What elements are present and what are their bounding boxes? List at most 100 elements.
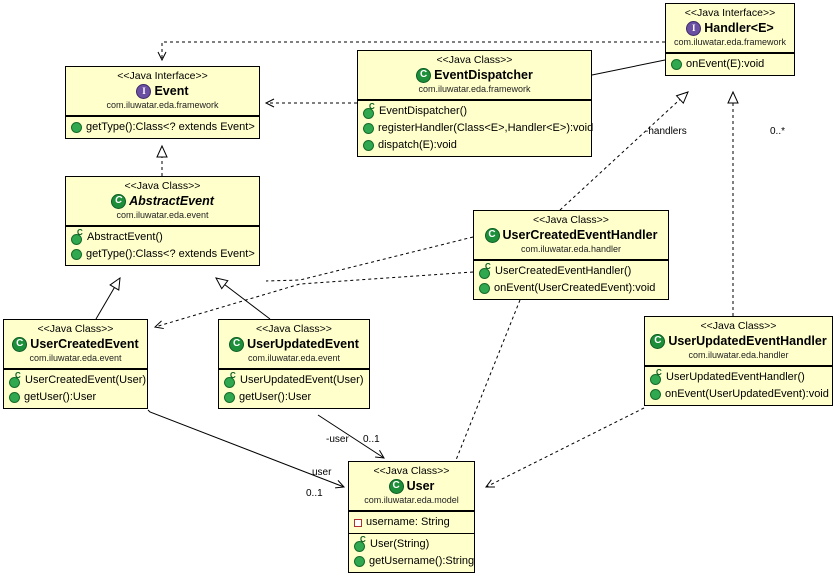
method-row[interactable]: getUser():User [4, 389, 147, 406]
class-stereotype: <<Java Class>> [124, 180, 201, 192]
method-label: onEvent(UserCreatedEvent):void [494, 282, 656, 294]
method-row[interactable]: getUser():User [219, 389, 369, 406]
class-stereotype: <<Java Class>> [37, 323, 114, 335]
class-icon: C [650, 333, 666, 349]
method-label: EventDispatcher() [379, 105, 468, 117]
method-icon [363, 140, 374, 151]
method-row[interactable]: C AbstractEvent() [66, 229, 259, 246]
class-package: com.iluwatar.eda.framework [418, 84, 531, 94]
class-name-text: UserCreatedEventHandler [502, 228, 658, 242]
method-row[interactable]: onEvent(E):void [666, 56, 794, 73]
method-label: UserUpdatedEvent(User) [240, 374, 364, 386]
method-icon [363, 123, 374, 134]
method-label: dispatch(E):void [378, 139, 457, 151]
edge-usercreatedevent-to-abstractevent [95, 276, 121, 320]
class-stereotype: <<Java Class>> [436, 54, 513, 66]
edge-label-handlers-multiplicity: 0..* [770, 126, 786, 137]
method-row[interactable]: getType():Class<? extends Event> [66, 119, 259, 136]
class-stereotype: <<Java Interface>> [684, 7, 776, 19]
class-icon: C [12, 336, 28, 352]
class-icon: C [111, 193, 127, 209]
method-label: AbstractEvent() [87, 231, 163, 243]
class-name-text: UserUpdatedEvent [247, 337, 359, 351]
interface-icon: I [136, 83, 152, 99]
method-label: User(String) [370, 538, 430, 550]
method-label: getUsername():String [369, 555, 475, 567]
method-icon [354, 556, 365, 567]
fields-compartment: username: String [349, 511, 474, 533]
method-row[interactable]: getType():Class<? extends Event> [66, 246, 259, 263]
class-stereotype: <<Java Class>> [256, 323, 332, 335]
constructor-icon: C [479, 263, 491, 279]
constructor-icon: C [354, 536, 366, 552]
method-row[interactable]: dispatch(E):void [358, 137, 591, 154]
edge-userupdatedeventhandler-to-user [485, 407, 645, 488]
class-icon: C [416, 67, 432, 83]
method-row[interactable]: onEvent(UserCreatedEvent):void [474, 280, 668, 297]
class-name-text: UserUpdatedEventHandler [668, 334, 827, 348]
method-icon [71, 249, 82, 260]
method-row[interactable]: C User(String) [349, 536, 474, 553]
class-package: com.iluwatar.eda.model [364, 495, 459, 505]
field-row[interactable]: username: String [349, 514, 474, 531]
class-package: com.iluwatar.eda.event [247, 353, 341, 363]
class-name-text: AbstractEvent [129, 194, 214, 208]
method-label: getType():Class<? extends Event> [86, 248, 255, 260]
constructor-icon: C [71, 229, 83, 245]
field-label: username: String [366, 516, 450, 528]
method-icon [650, 389, 661, 400]
method-icon [224, 392, 235, 403]
class-name-text: UserCreatedEvent [30, 337, 139, 351]
class-package: com.iluwatar.eda.event [29, 353, 122, 363]
class-icon: C [484, 227, 500, 243]
method-label: UserCreatedEvent(User) [25, 374, 147, 386]
method-label: UserUpdatedEventHandler() [666, 371, 805, 383]
class-name-text: EventDispatcher [434, 68, 533, 82]
class-package: com.iluwatar.eda.event [116, 210, 209, 220]
class-name-text: User [406, 479, 435, 493]
class-icon: C [388, 478, 404, 494]
edge-eventdispatcher-to-abstractevent [265, 236, 474, 282]
method-row[interactable]: getUsername():String [349, 553, 474, 570]
edge-eventdispatcher-to-handler [591, 59, 666, 76]
method-icon [9, 392, 20, 403]
method-icon [479, 283, 490, 294]
method-row[interactable]: onEvent(UserUpdatedEvent):void [645, 386, 832, 403]
method-label: onEvent(UserUpdatedEvent):void [665, 388, 829, 400]
method-label: onEvent(E):void [686, 58, 765, 70]
edge-label-user-role-updated: -user [326, 434, 349, 445]
class-name-text: Handler<E> [704, 21, 774, 35]
method-row[interactable]: registerHandler(Class<E>,Handler<E>):voi… [358, 120, 593, 137]
